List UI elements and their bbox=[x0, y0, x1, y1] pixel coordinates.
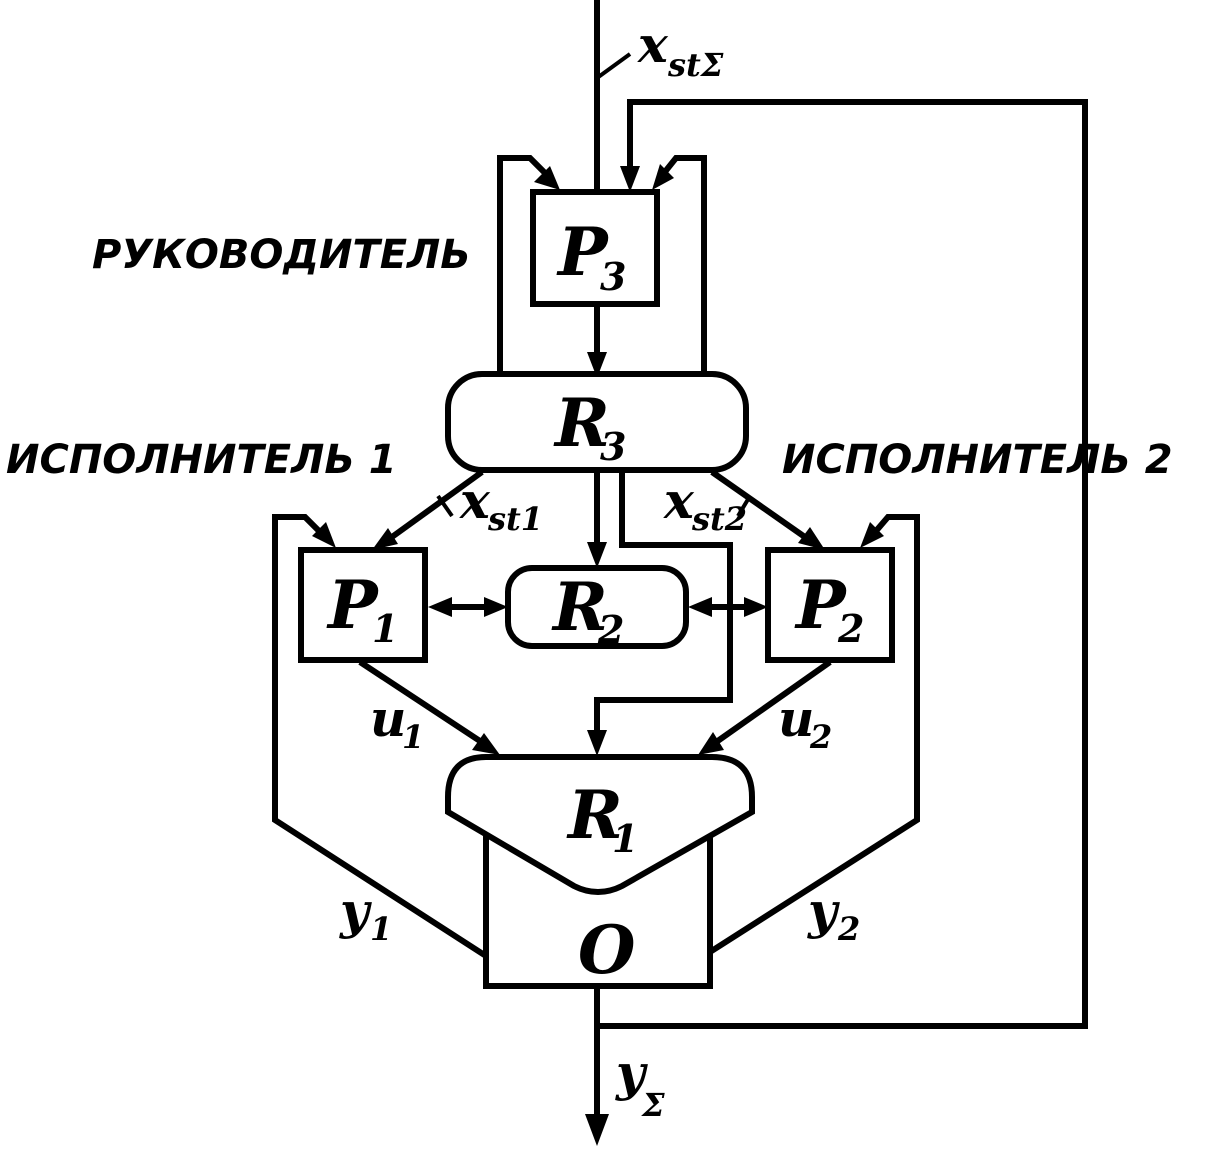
x-st1-tick bbox=[436, 494, 454, 518]
signal-x-st2: x st2 bbox=[663, 471, 747, 538]
y1-main: y bbox=[339, 881, 372, 940]
feedback-loop-line bbox=[597, 99, 1088, 1029]
x-st2-main: x bbox=[663, 471, 695, 530]
r2-subscript: 2 bbox=[597, 607, 624, 652]
arrowhead-feedback-to-p3 bbox=[620, 166, 640, 192]
signal-x-st-sigma: x stΣ bbox=[637, 15, 724, 84]
arrowhead-y2-to-p2 bbox=[860, 522, 884, 548]
y1-loop-line bbox=[272, 514, 488, 959]
arrowhead-right-loop-to-p3 bbox=[652, 164, 674, 190]
executor-1-label: ИСПОЛНИТЕЛЬ 1 bbox=[6, 437, 397, 483]
arrowhead-u2-to-r1 bbox=[698, 732, 724, 755]
block-r2: R 2 bbox=[505, 565, 689, 652]
signal-u1: u 1 bbox=[370, 689, 424, 756]
signal-y-sigma: y Σ bbox=[615, 1043, 665, 1124]
r3-left-loop-line bbox=[497, 155, 555, 374]
r1-label: R bbox=[566, 776, 623, 854]
arrowhead-r3-to-r2 bbox=[587, 542, 607, 568]
y2-loop-line bbox=[708, 514, 920, 955]
arrowhead-u1-to-r1 bbox=[472, 733, 500, 755]
arrowhead-left-loop-to-p3 bbox=[534, 166, 560, 190]
block-p2: P 2 bbox=[765, 547, 895, 663]
u1-main: u bbox=[370, 689, 406, 748]
p3-label: P bbox=[556, 213, 610, 291]
u1-sub: 1 bbox=[402, 718, 424, 756]
r3-right-loop-line bbox=[657, 155, 707, 374]
signal-u2: u 2 bbox=[778, 689, 832, 756]
r3-to-r1-line bbox=[594, 472, 733, 746]
block-r3: R 3 bbox=[445, 371, 749, 473]
r3-to-p1-line bbox=[383, 469, 484, 545]
u2-line bbox=[710, 659, 832, 748]
arrowhead-r3-to-p1 bbox=[372, 528, 398, 550]
u2-main: u bbox=[778, 689, 814, 748]
u1-line bbox=[358, 659, 488, 748]
arrowhead-p2-link-right bbox=[744, 597, 768, 617]
x-st2-tick bbox=[736, 494, 752, 518]
p1-label: P bbox=[326, 566, 380, 644]
block-p3: P 3 bbox=[530, 189, 660, 307]
executor-2-label: ИСПОЛНИТЕЛЬ 2 bbox=[782, 437, 1173, 483]
r2-label: R bbox=[551, 568, 608, 646]
arrowhead-r3-to-p2 bbox=[798, 527, 825, 550]
y-sigma-sub: Σ bbox=[641, 1086, 665, 1124]
arrowhead-p3-to-r3 bbox=[587, 352, 607, 378]
signal-x-st1: x st1 bbox=[459, 471, 543, 538]
arrowhead-y1-to-p1 bbox=[312, 522, 336, 548]
arrowhead-p1-link-left bbox=[428, 597, 452, 617]
r3-to-p2-line bbox=[710, 469, 814, 545]
y-sigma-main: y bbox=[615, 1043, 648, 1102]
p2-subscript: 2 bbox=[837, 606, 864, 651]
arrowhead-r3-to-r1 bbox=[587, 730, 607, 756]
r3-subscript: 3 bbox=[600, 424, 626, 469]
arrowhead-r2-link-right bbox=[688, 597, 712, 617]
signal-y1: y 1 bbox=[339, 881, 392, 948]
x-st2-sub: st2 bbox=[691, 500, 747, 538]
input-tick bbox=[595, 52, 632, 80]
p3-subscript: 3 bbox=[600, 254, 626, 299]
y2-sub: 2 bbox=[837, 910, 860, 948]
x-st-sigma-main: x bbox=[637, 15, 669, 74]
arrowheads bbox=[312, 164, 884, 1146]
block-p1: P 1 bbox=[298, 547, 428, 663]
o-label: O bbox=[578, 911, 636, 989]
x-st1-sub: st1 bbox=[487, 500, 543, 538]
arrowhead-output-y-sigma bbox=[585, 1114, 609, 1146]
r3-label: R bbox=[553, 384, 610, 462]
arrowhead-r2-link-left bbox=[484, 597, 508, 617]
x-st-sigma-sub: stΣ bbox=[667, 46, 724, 84]
p1-subscript: 1 bbox=[372, 606, 398, 651]
u2-sub: 2 bbox=[809, 718, 832, 756]
signal-y2: y 2 bbox=[807, 881, 860, 948]
x-st1-main: x bbox=[459, 471, 491, 530]
block-r1: R 1 bbox=[445, 754, 755, 895]
y2-main: y bbox=[807, 881, 840, 940]
r1-subscript: 1 bbox=[612, 816, 638, 861]
y1-sub: 1 bbox=[370, 910, 392, 948]
leader-label: РУКОВОДИТЕЛЬ bbox=[92, 232, 471, 278]
p2-label: P bbox=[794, 566, 848, 644]
